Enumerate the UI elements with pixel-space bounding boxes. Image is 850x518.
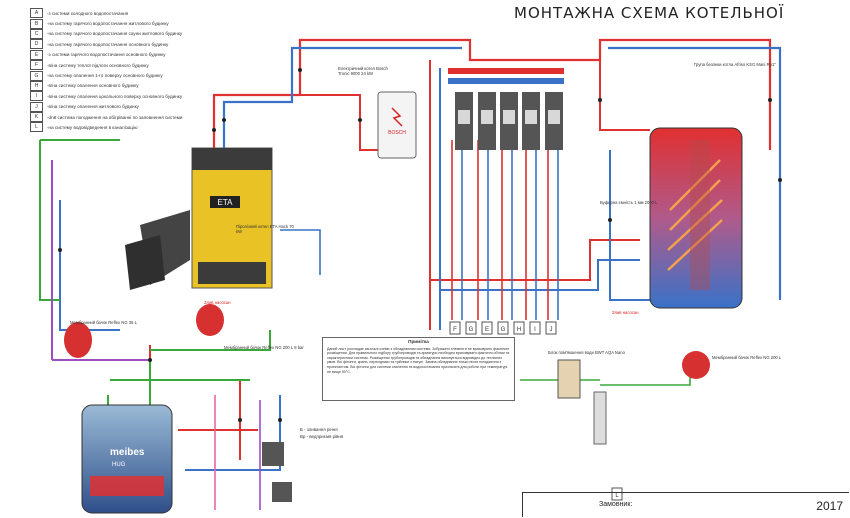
safety-group-label: Група безпеки котла Afriso KSG Mani Rp1" [694, 62, 776, 67]
outlet-letter: L [615, 493, 619, 499]
legend-key: D [30, 39, 43, 50]
footnote-line: Б - зливання ріння [300, 427, 338, 432]
legend-row: D -на систему гарячого водопостачання осн… [30, 39, 205, 50]
legend-key: E [30, 49, 43, 60]
boiler-brand: ETA [218, 198, 234, 207]
legend-row: A -з системи холодного водопостачання [30, 8, 205, 19]
legend-row: E -з системи гарячого водопостачання осно… [30, 49, 205, 60]
return-pipes [59, 46, 782, 471]
pyrolysis-boiler: ETA [125, 147, 273, 290]
legend-key: I [30, 91, 43, 102]
outlet-letter: H [517, 327, 521, 333]
legend-row: H -в/на систему опалення основного будинк… [30, 80, 205, 91]
legend-text: -на систему гарячого водопостачання житл… [47, 21, 169, 27]
legend-row: K -dn8 система погодження на обігріванні … [30, 112, 205, 123]
expansion-vessel-label: Мембранний бачок Reflex NG 200 L [712, 355, 782, 360]
expansion-vessel-label: Мембранний бачок Reflex NG 200 L 8 bar [224, 345, 304, 350]
legend: A -з системи холодного водопостачання B -н… [30, 8, 205, 133]
expansion-vessels [64, 304, 710, 379]
outlet-letter: J [550, 327, 553, 333]
dhw-tank: meibes HUG [81, 404, 173, 514]
legend-text: -на систему гарячого водопостачання саун… [47, 31, 183, 37]
notes-body: Даний лист розглядає загальні схеми з об… [327, 346, 510, 374]
outlet-letter: G [469, 327, 474, 333]
aux-pipes [39, 139, 691, 510]
legend-key: G [30, 70, 43, 81]
legend-row: L -на систему водовідведення в каналізаці… [30, 122, 205, 133]
legend-row: F -в/на систему теплої підлоги основного … [30, 60, 205, 71]
electric-boiler: BOSCH [377, 91, 417, 159]
legend-text: -на систему водовідведення в каналізацію [47, 124, 138, 130]
title-block: Замовник: 2017 [522, 492, 849, 517]
legend-text: -в/на систему теплої підлоги основного б… [47, 62, 149, 68]
legend-key: A [30, 8, 43, 19]
drain-label: Злив насосан [612, 310, 639, 315]
footnote-line: Вр - ведприємя рівня [300, 434, 344, 439]
legend-key: H [30, 80, 43, 91]
legend-key: J [30, 101, 43, 112]
legend-row: G -на систему опалення 1-го поверху основ… [30, 70, 205, 81]
dhw-brand: meibes [110, 447, 145, 458]
drain-label: Злив насосан [204, 300, 231, 305]
buffer-tank [649, 127, 743, 309]
boiler-label: Піролізний котел ETA Hack 70 kW [236, 224, 294, 234]
legend-text: -в/на систему опалення житлового будинку [47, 104, 139, 110]
legend-text: -в/на систему опалення цокольного поверх… [47, 93, 183, 99]
legend-key: F [30, 60, 43, 71]
electric-boiler-brand: BOSCH [388, 130, 406, 136]
notes-heading: Примітка [408, 339, 429, 344]
legend-text: -на систему гарячого водопостачання осно… [47, 41, 169, 47]
legend-text: -на систему опалення 1-го поверху основн… [47, 73, 163, 79]
outlet-letter: E [485, 327, 489, 333]
dhw-sub: HUG [112, 462, 126, 468]
legend-key: K [30, 112, 43, 123]
legend-text: -в/на систему опалення основного будинку [47, 83, 139, 89]
legend-text: -dn8 система погодження на обігріванні п… [47, 114, 183, 120]
manifold-pipes [448, 68, 564, 320]
valve-markers [58, 68, 782, 422]
legend-row: I -в/на систему опалення цокольного повер… [30, 91, 205, 102]
outlet-letter: G [501, 327, 506, 333]
legend-key: L [30, 122, 43, 133]
footnote: Б - зливання ріння Вр - ведприємя рівня [300, 426, 343, 440]
outlet-letter: I [534, 327, 536, 333]
legend-row: B -на систему гарячого водопостачання жит… [30, 18, 205, 29]
pump-groups [455, 92, 563, 150]
legend-row: J -в/на систему опалення житлового будинк… [30, 101, 205, 112]
legend-key: C [30, 28, 43, 39]
filter-units [262, 359, 607, 502]
buffer-tank-label: Буферна ємність 1 мм 2000 L [600, 200, 658, 205]
legend-text: -з системи холодного водопостачання [47, 10, 129, 16]
outlet-markers: F G E G H I J L [449, 321, 623, 501]
expansion-vessel-label: Мембранний бачок Reflex NG 35 L [70, 320, 137, 325]
legend-text: -з системи гарячого водопостачання основ… [47, 52, 166, 58]
electric-boiler-label: Електричний котел Bosch Tronic 9000 24 k… [338, 66, 388, 76]
hot-supply-pipes [149, 38, 772, 460]
client-label: Замовник: [599, 501, 633, 508]
year-label: 2017 [816, 499, 843, 513]
outlet-letter: F [453, 327, 457, 333]
legend-row: C -на систему гарячого водопостачання сау… [30, 28, 205, 39]
legend-key: B [30, 18, 43, 29]
filter-label: Блок пом'якшення води BWT AQA Nano [548, 350, 625, 355]
notes-box: Примітка Даний лист розглядає загальні с… [322, 337, 515, 401]
page-title: МОНТАЖНА СХЕМА КОТЕЛЬНОЇ [514, 4, 785, 22]
